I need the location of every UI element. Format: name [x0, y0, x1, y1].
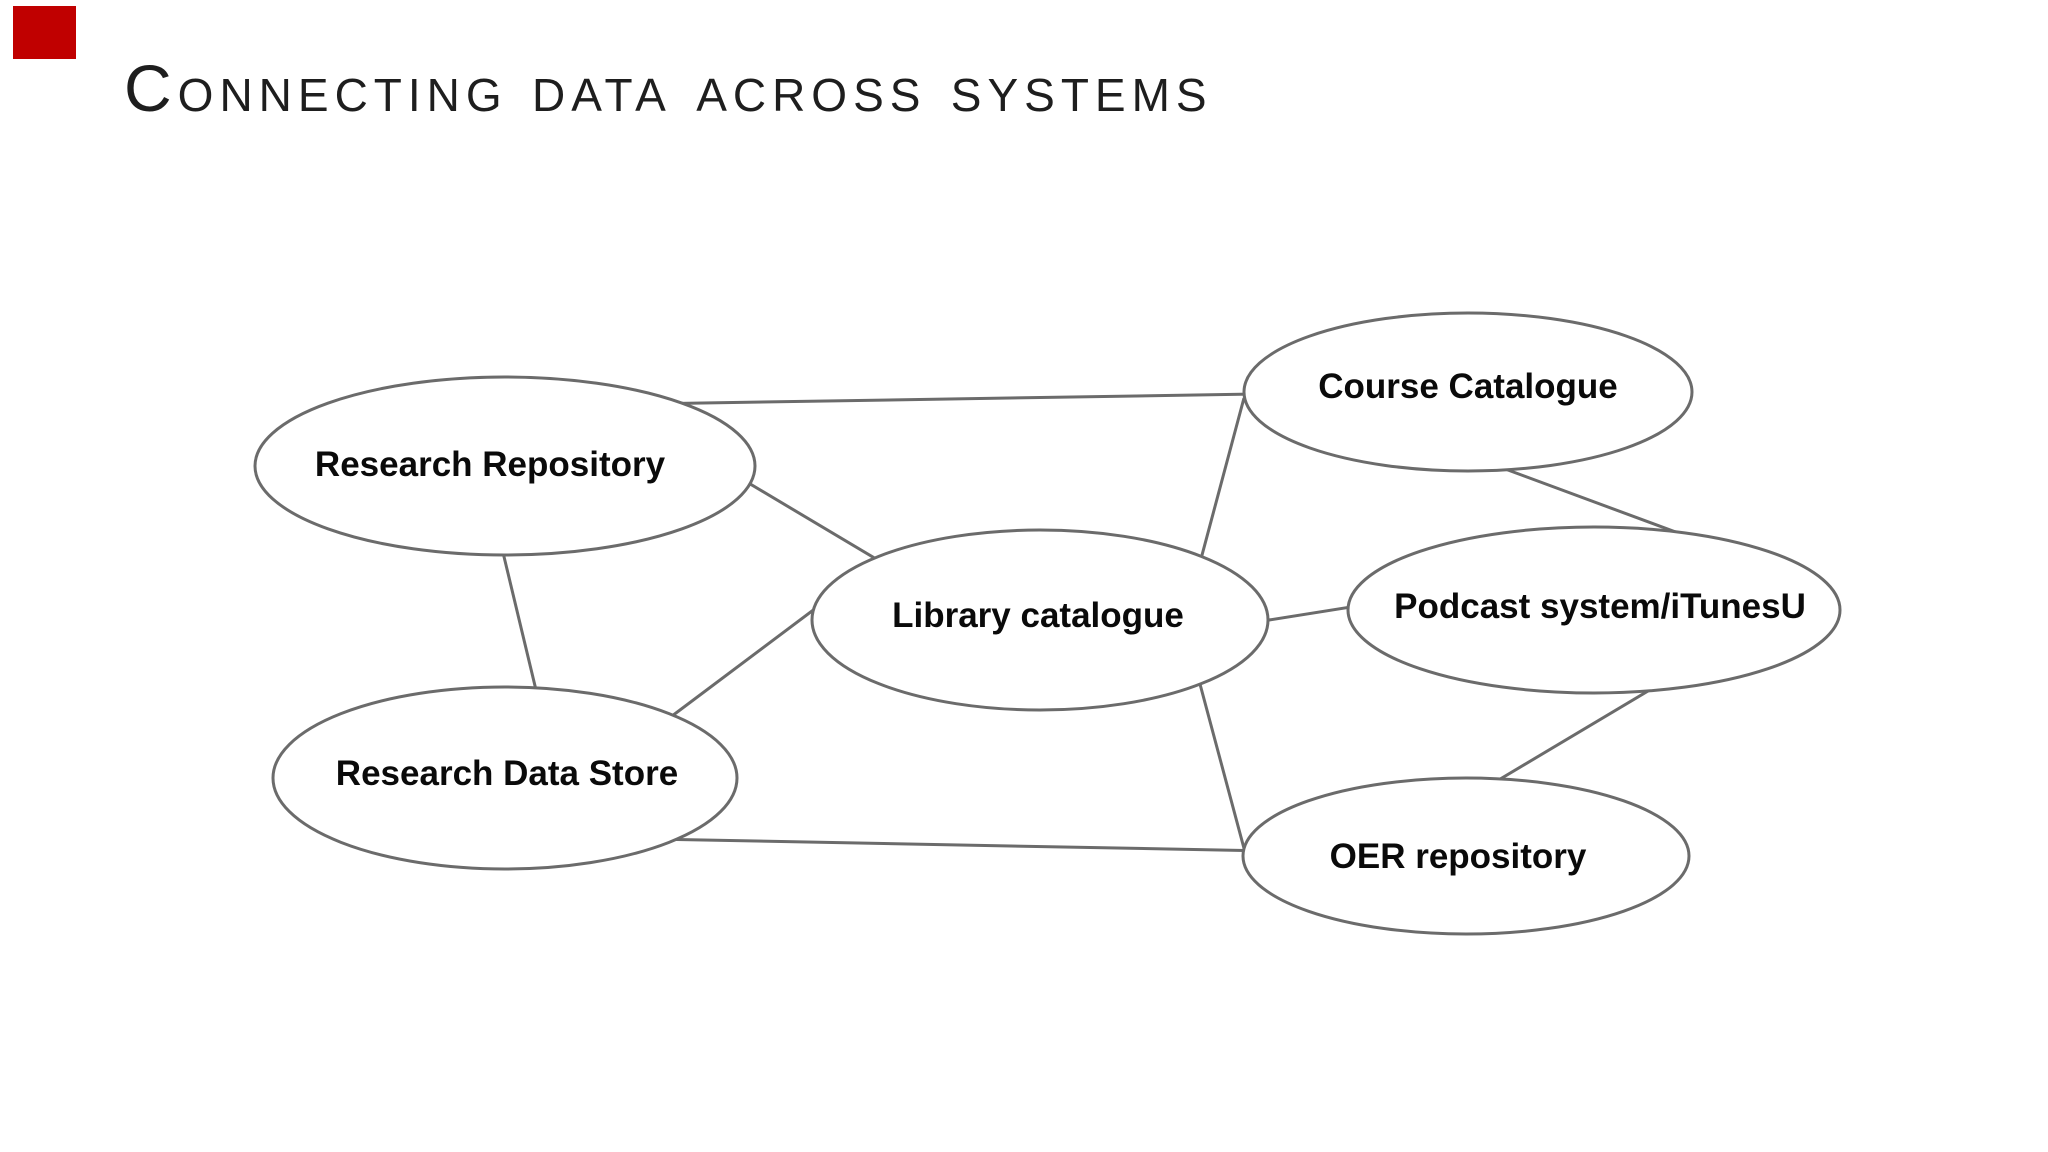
node-ellipse-library-catalogue: [810, 528, 1270, 712]
node-label-podcast-system: Podcast system/iTunesU: [1394, 587, 1806, 626]
node-ellipse-oer-repository: [1241, 776, 1691, 936]
node-label-library-catalogue: Library catalogue: [892, 596, 1184, 635]
nodes-layer: [253, 311, 1842, 936]
node-label-oer-repository: OER repository: [1329, 837, 1587, 876]
edge-research-data-store-oer-repository: [649, 837, 1271, 853]
node-label-course-catalogue: Course Catalogue: [1318, 367, 1618, 406]
node-ellipse-research-data-store: [271, 685, 739, 871]
node-label-research-data-store: Research Data Store: [335, 754, 679, 793]
node-label-research-repository: Research Repository: [314, 445, 666, 484]
slide-title: Connecting data across systems: [124, 51, 1213, 125]
accent-red-block: [13, 6, 76, 59]
node-ellipse-podcast-system: [1346, 525, 1842, 695]
node-ellipse-research-repository: [253, 375, 757, 557]
node-ellipse-course-catalogue: [1242, 311, 1694, 473]
edge-research-repository-course-catalogue: [579, 391, 1321, 407]
